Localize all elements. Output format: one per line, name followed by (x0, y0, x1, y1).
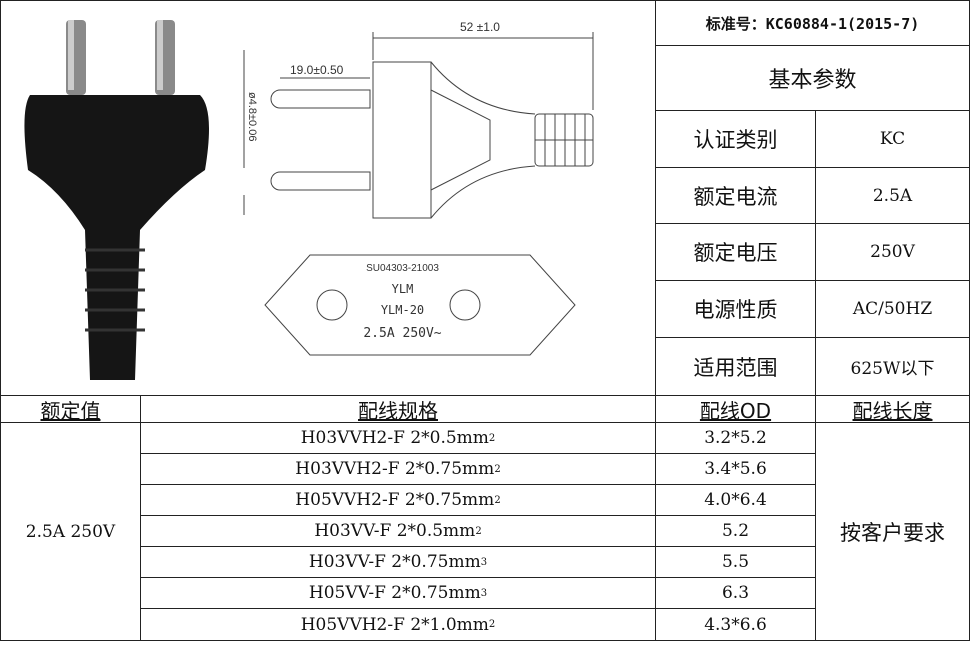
wire-spec-exponent: 2 (494, 463, 501, 475)
face-model: YLM-20 (380, 303, 425, 317)
wire-od: 5.5 (655, 546, 816, 578)
spec-label: 适用范围 (655, 337, 816, 396)
wire-spec: H05VVH2-F 2*0.75mm (295, 490, 495, 510)
wire-spec: H03VVH2-F 2*0.5mm (300, 428, 489, 448)
length-dimension: 52 ±1.0 (460, 20, 500, 34)
spec-label: 电源性质 (655, 280, 816, 338)
wire-spec: H03VV-F 2*0.75mm (308, 552, 481, 572)
wire-spec-exponent: 2 (494, 494, 501, 506)
wire-spec: H03VV-F 2*0.5mm (314, 521, 476, 541)
pin-diameter-dimension: ø4.8±0.06 (246, 92, 258, 142)
standard-number: 标准号：KC60884-1(2015-7) (655, 0, 970, 46)
wire-od: 3.4*5.6 (655, 453, 816, 485)
wire-od: 3.2*5.2 (655, 422, 816, 454)
spec-title: 基本参数 (655, 45, 970, 111)
face-brand: YLM (391, 282, 414, 296)
wire-spec-exponent: 3 (480, 556, 488, 568)
wire-spec: H05VVH2-F 2*1.0mm (300, 614, 489, 635)
face-rating: 2.5A 250V~ (363, 326, 442, 341)
header-wire-od: 配线OD (655, 395, 816, 423)
spec-value: KC (815, 110, 970, 168)
header-wire-length: 配线长度 (815, 395, 970, 423)
spec-label: 认证类别 (655, 110, 816, 168)
wire-spec-exponent: 2 (488, 432, 496, 444)
header-rating: 额定值 (0, 395, 141, 423)
wire-od: 5.2 (655, 515, 816, 547)
spec-value: 250V (815, 223, 970, 281)
wire-spec: H05VV-F 2*0.75mm (308, 583, 481, 603)
wire-spec-exponent: 2 (488, 619, 496, 630)
rating-value: 2.5A 250V (0, 422, 141, 641)
spec-value: 625W以下 (815, 337, 970, 396)
wire-spec: H03VVH2-F 2*0.75mm (295, 459, 495, 479)
spec-value: AC/50HZ (815, 280, 970, 338)
plug-photo (24, 20, 210, 380)
wire-spec-exponent: 2 (475, 525, 482, 537)
wire-od: 6.3 (655, 577, 816, 609)
plug-drawing (243, 32, 594, 356)
spec-value: 2.5A (815, 167, 970, 224)
face-code: SU04303-21003 (366, 263, 439, 274)
wire-spec-exponent: 3 (480, 587, 488, 599)
wire-od: 4.0*6.4 (655, 484, 816, 516)
spec-label: 额定电压 (655, 223, 816, 281)
header-wire-spec: 配线规格 (140, 395, 656, 423)
wire-od: 4.3*6.6 (655, 608, 816, 641)
length-value: 按客户要求 (815, 422, 970, 641)
spec-label: 额定电流 (655, 167, 816, 224)
pin-length-dimension: 19.0±0.50 (290, 63, 344, 77)
